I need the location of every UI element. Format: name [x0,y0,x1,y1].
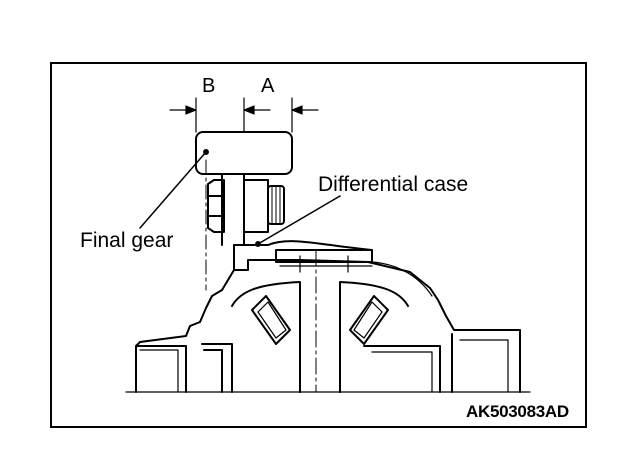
figure-frame [50,62,587,428]
final-gear-web [221,173,245,246]
lower-housing [125,333,531,393]
differential-case-body [135,240,521,393]
bolt-head [207,179,285,233]
final-gear-label: Final gear [80,229,174,252]
differential-case-label: Differential case [318,173,469,196]
dimension-a-label: A [261,75,275,97]
dimension-extension-lines [195,97,293,133]
dimension-a-arrows [291,105,319,115]
side-gear-section [231,249,409,393]
leader-lines [139,149,341,247]
dimension-b-arrows [169,105,271,115]
figure-code: AK503083AD [466,402,569,421]
dimension-b-label: B [202,75,216,97]
